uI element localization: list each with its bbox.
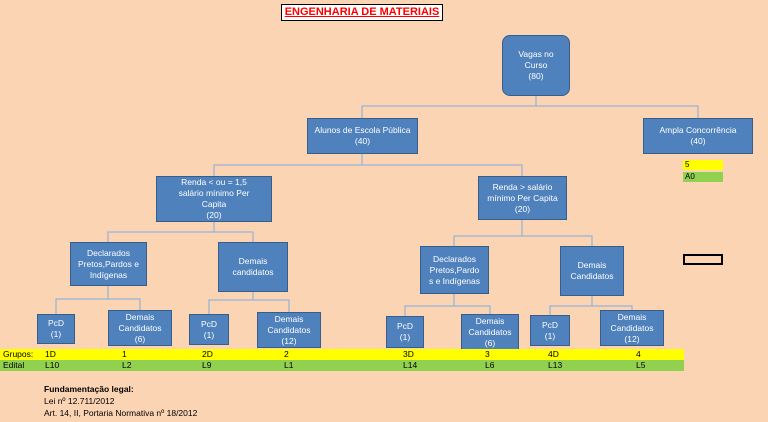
node-renda-alta: Renda > salário mínimo Per Capita (20)	[478, 176, 567, 220]
grupo-cell: 1	[122, 349, 127, 359]
page-title: ENGENHARIA DE MATERIAIS	[281, 4, 443, 21]
legal-line-2: Art. 14, II, Portaria Normativa nº 18/20…	[44, 408, 198, 418]
grupo-cell: 3	[485, 349, 490, 359]
leaf-demais-3: Demais Candidatos (6)	[461, 314, 519, 350]
node-escola-publica: Alunos de Escola Pública (40)	[307, 118, 418, 154]
grupo-cell: 1D	[45, 349, 56, 359]
legal-basis: Fundamentação legal: Lei nº 12.711/2012 …	[44, 383, 197, 419]
edital-cell: L13	[548, 360, 563, 370]
leaf-pcd-3d: PcD (1)	[386, 316, 424, 348]
legend-yellow: 5	[683, 160, 723, 170]
legal-heading: Fundamentação legal:	[44, 384, 134, 394]
selected-cell[interactable]	[683, 254, 723, 265]
node-ppi-2: Declarados Pretos,Pardo s e Indígenas	[420, 246, 489, 294]
node-ppi-1: Declarados Pretos,Pardos e Indígenas	[70, 242, 147, 286]
edital-cell: L2	[122, 360, 132, 370]
node-demais-1: Demais candidatos	[218, 242, 288, 292]
edital-cell: L5	[636, 360, 646, 370]
grupo-cell: 2D	[202, 349, 213, 359]
edital-cell: L14	[403, 360, 418, 370]
edital-cell: L9	[202, 360, 212, 370]
node-ampla-concorrencia: Ampla Concorrência (40)	[643, 118, 753, 154]
legend-green: A0	[683, 172, 723, 182]
leaf-demais-2: Demais Candidatos (12)	[257, 312, 321, 348]
leaf-pcd-2d: PcD (1)	[189, 314, 229, 345]
grupo-cell: 2	[284, 349, 289, 359]
leaf-pcd-4d: PcD (1)	[530, 315, 570, 346]
edital-cell: L1	[284, 360, 294, 370]
grupos-label: Grupos:	[3, 349, 34, 359]
leaf-demais-4: Demais Candidatos (12)	[600, 310, 664, 346]
edital-cell: L6	[485, 360, 495, 370]
node-demais-2: Demais Candidatos	[560, 246, 624, 296]
edital-row: Edital L10 L2 L9 L1 L14 L6 L13 L5	[0, 360, 684, 371]
grupo-cell: 4	[636, 349, 641, 359]
edital-label: Edital	[3, 360, 25, 370]
edital-cell: L10	[45, 360, 60, 370]
legal-line-1: Lei nº 12.711/2012	[44, 396, 115, 406]
leaf-demais-1: Demais Candidatos (6)	[108, 310, 172, 346]
leaf-pcd-1d: PcD (1)	[37, 314, 75, 344]
grupo-cell: 3D	[403, 349, 414, 359]
grupos-row: Grupos: 1D 1 2D 2 3D 3 4D 4	[0, 349, 684, 360]
node-vagas-no-curso: Vagas no Curso (80)	[502, 35, 570, 96]
node-renda-baixa: Renda < ou = 1,5 salário mínimo Per Capi…	[156, 176, 272, 222]
grupo-cell: 4D	[548, 349, 559, 359]
